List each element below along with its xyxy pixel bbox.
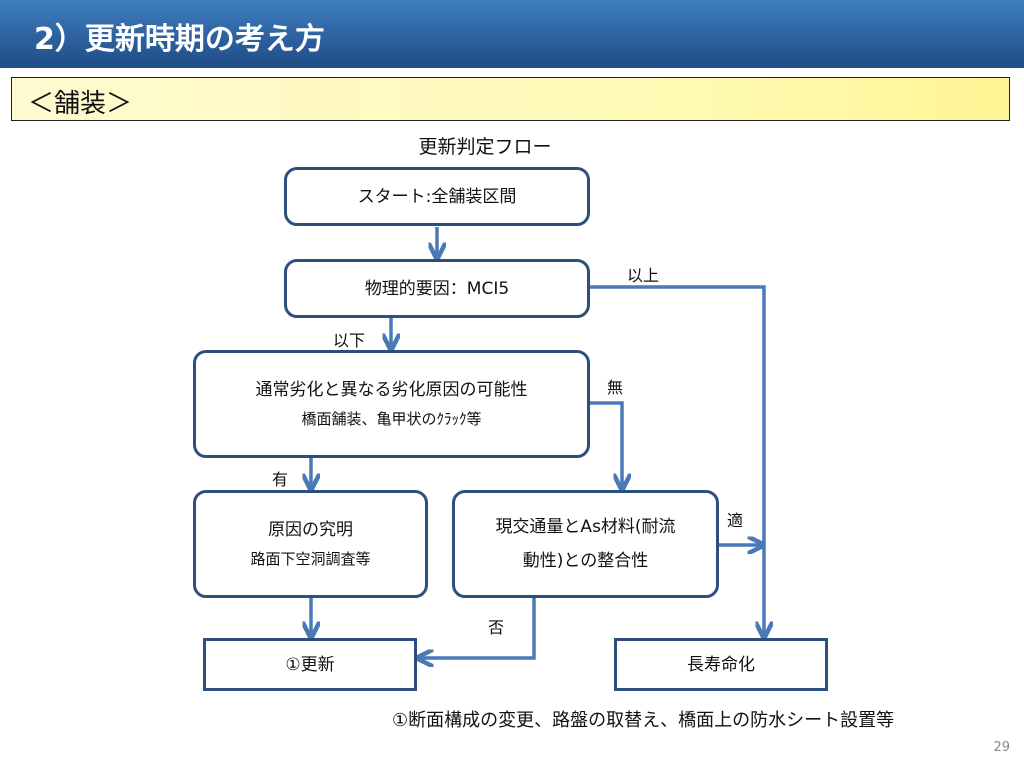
label-none: 無	[607, 378, 624, 397]
footnote: ①断面構成の変更、路盤の取替え、橋面上の防水シート設置等	[392, 710, 895, 731]
renewal-box: ①更新	[203, 638, 417, 691]
longevity-box: 長寿命化	[614, 638, 828, 691]
start-box: スタート:全舗装区間	[284, 167, 590, 226]
traffic-consistency-box: 現交通量とAs材料(耐流 動性)との整合性	[452, 490, 719, 598]
longevity-text: 長寿命化	[687, 654, 755, 675]
arrow-traffic-to-renewal	[419, 598, 536, 658]
traffic-consistency-line1: 現交通量とAs材料(耐流	[495, 517, 676, 537]
section-heading-bar: ＜舗装＞	[11, 77, 1010, 121]
physical-factor-box: 物理的要因：MCI5	[284, 259, 590, 318]
cavity-survey-text: 路面下空洞調査等	[250, 550, 371, 568]
deterioration-cause-text: 通常劣化と異なる劣化原因の可能性	[255, 380, 528, 400]
label-suitable: 適	[727, 511, 744, 530]
deterioration-cause-box: 通常劣化と異なる劣化原因の可能性 橋面舗装、亀甲状のｸﾗｯｸ等	[193, 350, 590, 458]
traffic-consistency-line2: 動性)との整合性	[522, 551, 649, 571]
physical-factor-text: 物理的要因：MCI5	[364, 278, 510, 299]
label-yes: 有	[272, 470, 289, 489]
page-title: 2）更新時期の考え方	[34, 22, 325, 57]
flow-title: 更新判定フロー	[418, 136, 552, 158]
label-above: 以上	[627, 266, 660, 285]
arrow-deterioration-to-traffic	[590, 401, 622, 488]
line-physical-to-longevity	[590, 285, 764, 636]
cause-investigation-box: 原因の究明 路面下空洞調査等	[193, 490, 428, 598]
section-title: ＜舗装＞	[28, 89, 133, 119]
renewal-text: ①更新	[285, 654, 335, 675]
deterioration-examples-text: 橋面舗装、亀甲状のｸﾗｯｸ等	[301, 410, 482, 428]
cause-investigation-text: 原因の究明	[268, 520, 353, 540]
page-number: 29	[993, 740, 1010, 755]
label-below: 以下	[333, 331, 366, 350]
label-unsuitable: 否	[488, 618, 505, 637]
title-bar: 2）更新時期の考え方	[0, 0, 1024, 68]
start-box-text: スタート:全舗装区間	[357, 186, 517, 207]
